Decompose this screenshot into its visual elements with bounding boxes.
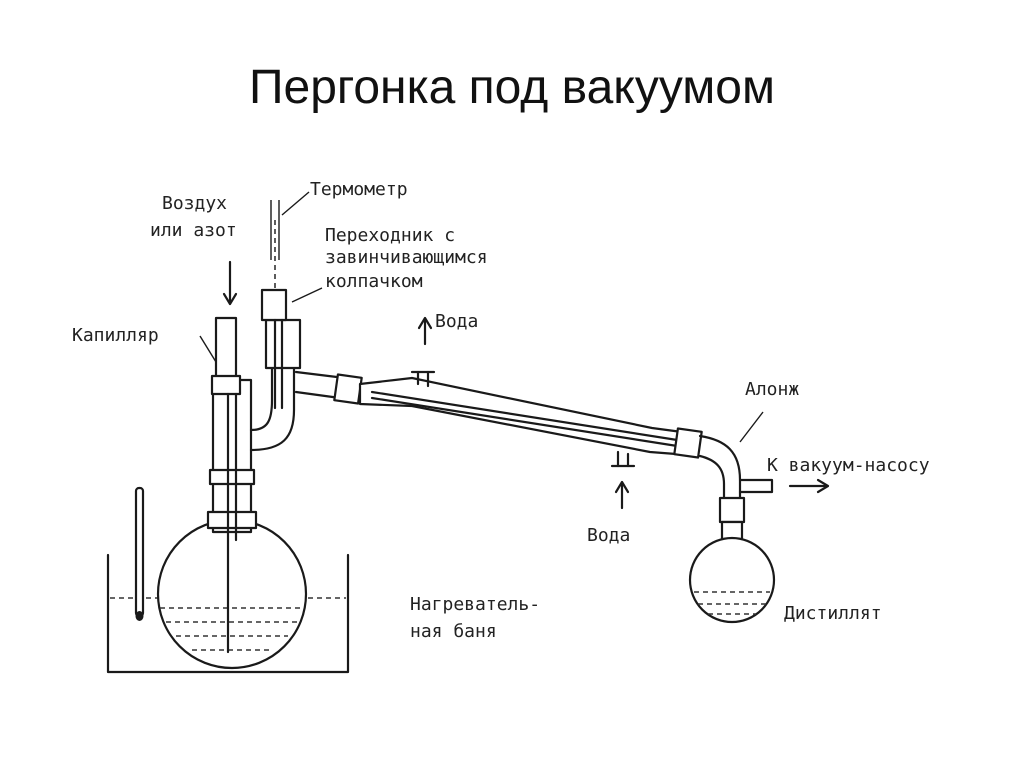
top-thermometer <box>270 200 284 410</box>
leader-lines <box>199 191 764 443</box>
label-water-in: Вода <box>587 525 630 546</box>
slide-title: Пергонка под вакуумом <box>249 61 775 114</box>
label-air-line1: Воздух <box>162 193 227 214</box>
capillary <box>210 316 242 654</box>
water-out-arrow <box>417 316 433 346</box>
claisen-adapter <box>206 288 302 534</box>
label-water-out: Вода <box>435 311 478 332</box>
label-alonge: Алонж <box>745 379 799 400</box>
label-bath-line2: ная баня <box>410 621 497 642</box>
diagram-labels: Воздух или азот Термометр Переходник с з… <box>72 179 930 642</box>
air-inlet-arrow <box>222 260 238 306</box>
alonge <box>698 434 774 524</box>
receiving-flask <box>688 520 776 624</box>
label-thermometer: Термометр <box>310 179 408 200</box>
bath-thermometer <box>134 486 145 621</box>
side-arm <box>294 370 363 405</box>
label-capillary: Капилляр <box>72 325 159 346</box>
condenser <box>358 370 703 468</box>
label-adapter-line3: колпачком <box>325 271 423 292</box>
label-adapter-line1: Переходник с <box>325 225 455 246</box>
label-adapter-line2: завинчивающимся <box>325 247 488 268</box>
vacuum-arrow <box>788 478 830 494</box>
label-air-line2: или азот <box>150 220 237 241</box>
distilling-flask <box>156 518 308 670</box>
water-in-arrow <box>614 480 630 510</box>
label-to-pump: К вакуум-насосу <box>767 455 930 476</box>
label-bath-line1: Нагреватель- <box>410 594 540 615</box>
label-distillate: Дистиллят <box>784 603 882 624</box>
